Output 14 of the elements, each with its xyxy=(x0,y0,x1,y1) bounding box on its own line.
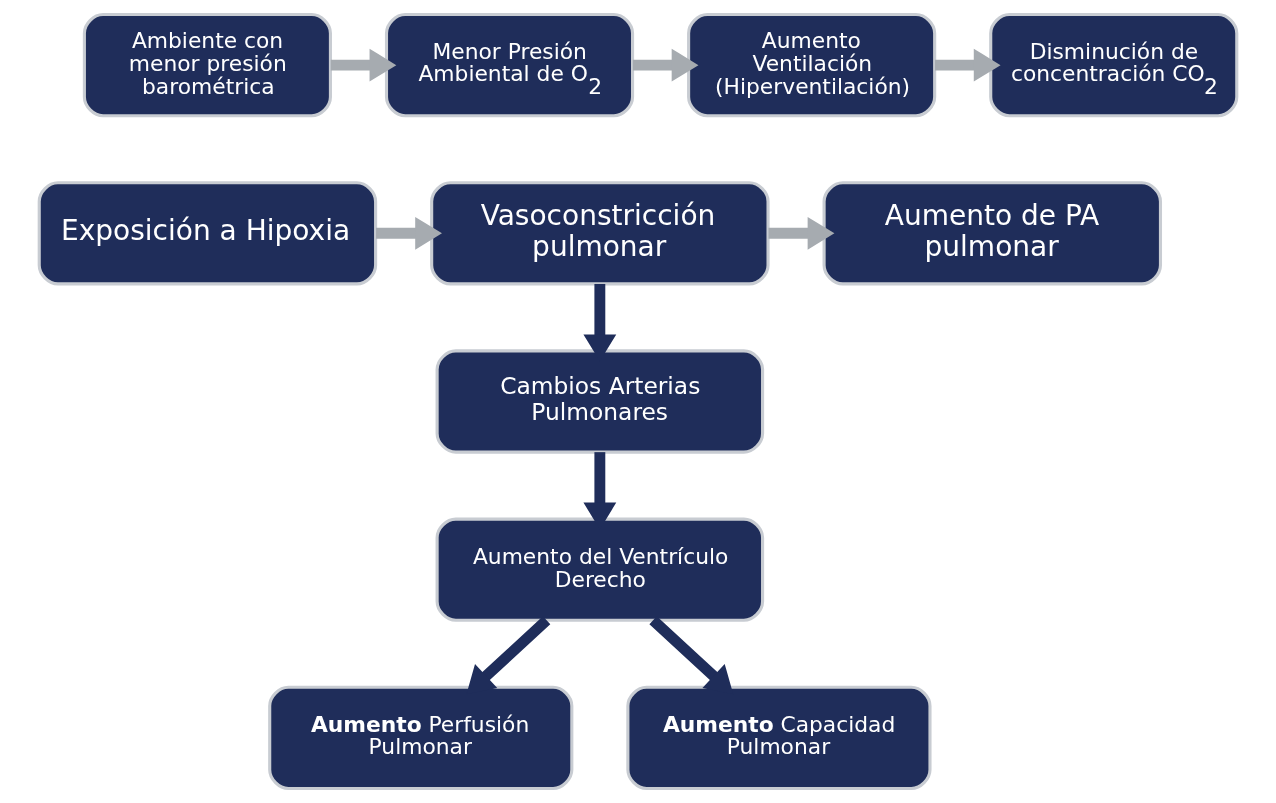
arrow xyxy=(934,48,1001,82)
node-box: Aumento de PA pulmonar xyxy=(822,181,1162,286)
arrow xyxy=(330,48,397,82)
arrow xyxy=(632,48,699,82)
node-box: Aumento Perfusión Pulmonar xyxy=(268,685,574,791)
node-box: Aumento Ventilación (Hiperventilación) xyxy=(687,12,937,118)
node-box: Ambiente con menor presión barométrica xyxy=(82,12,332,118)
node-box: Aumento del Ventrículo Derecho xyxy=(435,517,765,622)
node-box: Exposición a Hipoxia xyxy=(37,181,378,286)
node-box: Vasoconstricción pulmonar xyxy=(430,181,770,286)
node-box: Aumento Capacidad Pulmonar xyxy=(626,685,932,791)
arrow xyxy=(376,216,442,250)
arrow xyxy=(768,216,835,250)
node-box: Cambios Arterias Pulmonares xyxy=(435,349,765,454)
